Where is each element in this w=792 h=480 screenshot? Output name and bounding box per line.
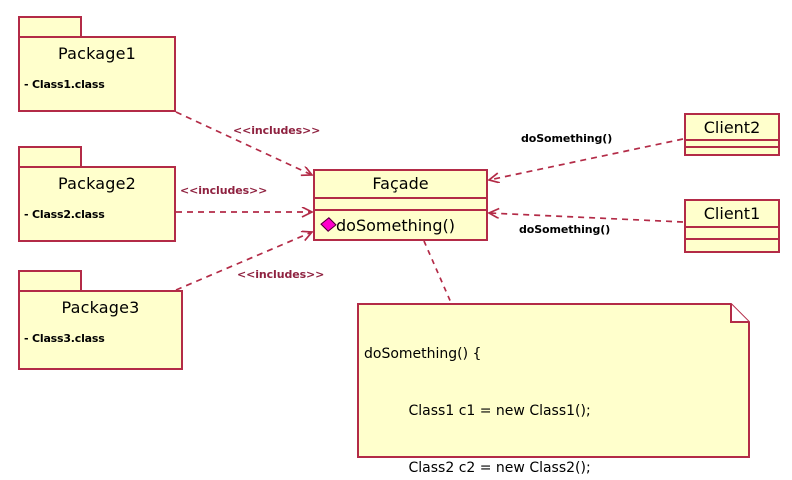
package-tab [18,270,82,292]
class-node-facade[interactable]: Façade doSomething() [313,169,488,241]
edge-package1-facade [175,111,312,175]
package-name: Package1 [57,44,137,63]
note-node[interactable]: doSomething() { Class1 c1 = new Class1()… [357,303,750,476]
package-body: Package2 - Class2.class [18,166,176,242]
edge-label-client1-call: doSomething() [519,223,611,236]
package-tab [18,16,82,38]
package-node-1[interactable]: Package1 - Class1.class [18,16,176,112]
facade-operation-compartment: doSomething() [315,209,486,239]
edge-label-includes-2: <<includes>> [180,184,268,197]
note-line: doSomething() { [364,346,482,362]
facade-name-compartment: Façade [315,171,486,197]
package-name: Package2 [57,174,137,193]
client1-operation-compartment [686,238,778,251]
facade-method-label: doSomething() [336,216,455,235]
edge-label-includes-3: <<includes>> [237,268,325,281]
client2-class-name: Client2 [703,118,761,137]
edge-label-client2-call: doSomething() [521,132,613,145]
package-node-2[interactable]: Package2 - Class2.class [18,146,176,242]
class-node-client1[interactable]: Client1 [684,199,780,253]
note-line: Class2 c2 = new Class2(); [364,460,591,476]
client1-attribute-compartment [686,226,778,238]
edge-label-includes-1: <<includes>> [233,124,321,137]
facade-method-row: doSomething() [315,211,486,234]
facade-class-name: Façade [372,174,429,193]
note-shape [357,303,750,458]
package-body: Package1 - Class1.class [18,36,176,112]
client2-operation-compartment [686,146,778,154]
edge-facade-note [423,240,453,306]
client2-name-compartment: Client2 [686,115,778,139]
facade-attribute-compartment [315,197,486,209]
note-body: doSomething() { Class1 c1 = new Class1()… [357,303,750,480]
edge-package3-facade [175,232,312,291]
package-member: - Class3.class [24,332,105,345]
package-tab [18,146,82,168]
client2-attribute-compartment [686,139,778,146]
package-name: Package3 [61,298,140,317]
edge-client2-facade [489,138,684,180]
note-line: Class1 c1 = new Class1(); [364,403,591,419]
diamond-icon [320,217,337,232]
package-body: Package3 - Class3.class [18,290,183,370]
client1-name-compartment: Client1 [686,201,778,226]
class-node-client2[interactable]: Client2 [684,113,780,156]
package-member: - Class1.class [24,78,105,91]
package-node-3[interactable]: Package3 - Class3.class [18,270,183,370]
package-member: - Class2.class [24,208,105,221]
edge-client1-facade [489,213,684,223]
client1-class-name: Client1 [703,204,761,223]
